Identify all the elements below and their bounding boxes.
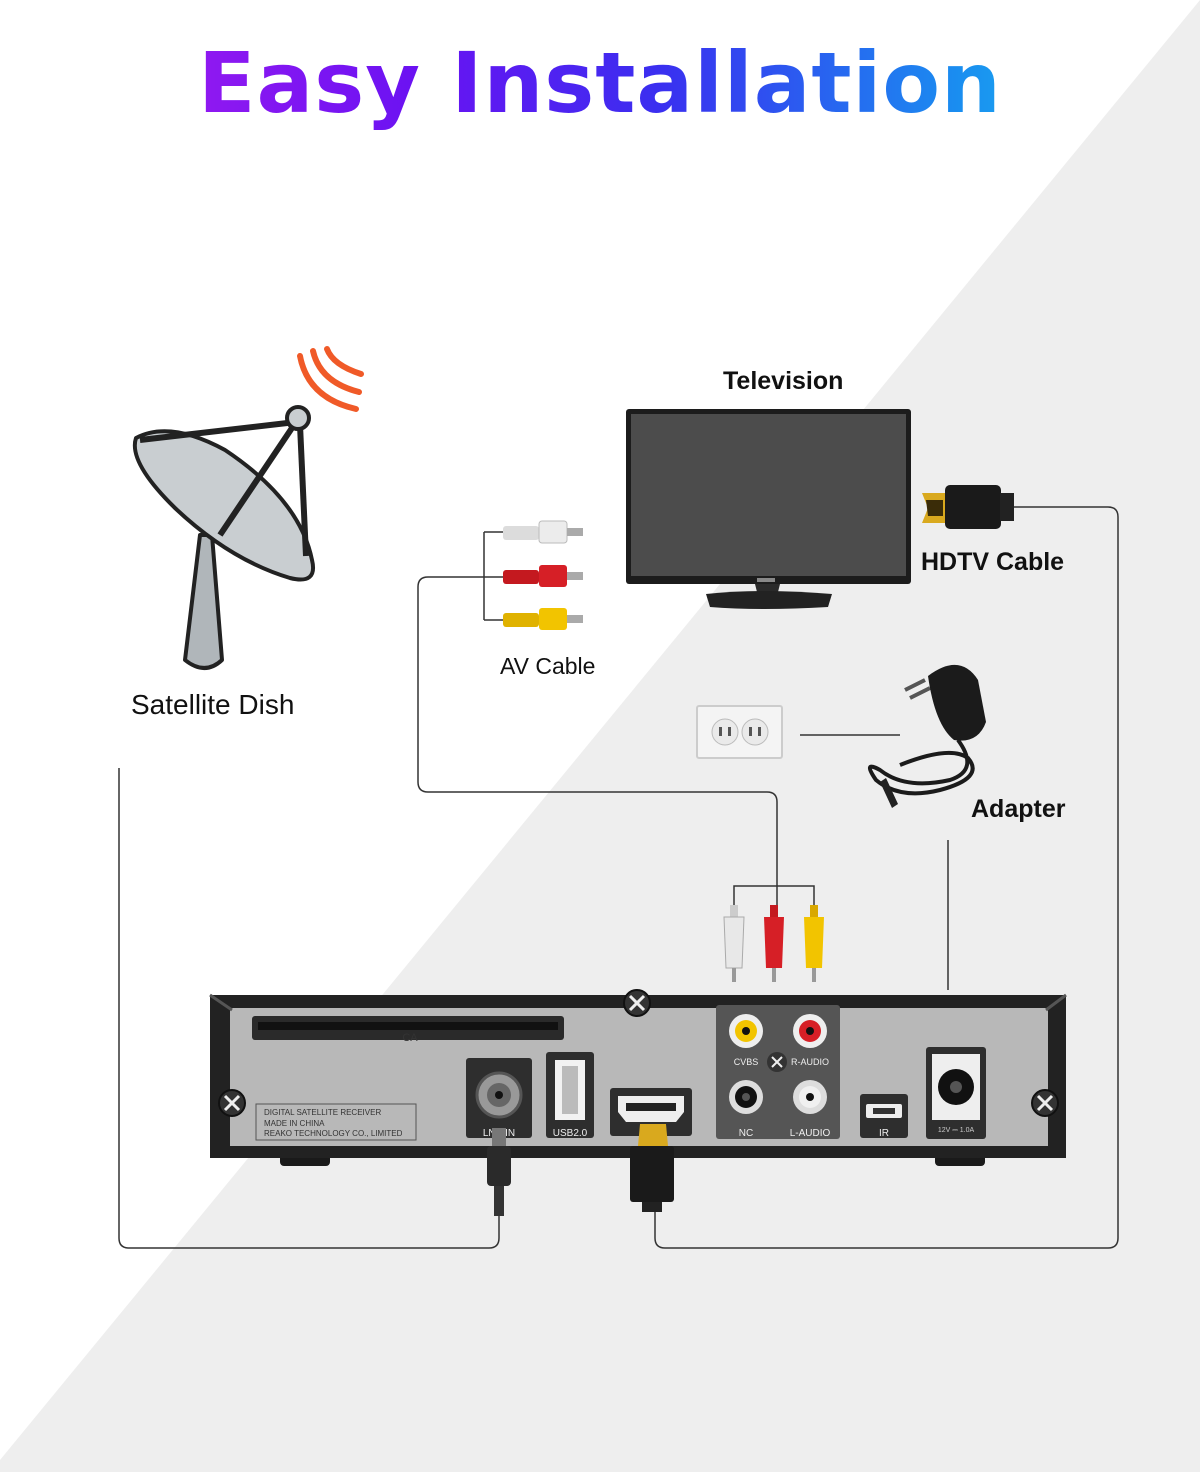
television-icon <box>626 409 911 609</box>
receiver-info-line-2: MADE IN CHINA <box>264 1119 325 1128</box>
ca-slot-label: CA <box>402 1032 418 1044</box>
signal-waves-icon <box>297 346 364 412</box>
television-label: Television <box>723 367 844 395</box>
connection-lines <box>118 506 1119 1249</box>
cvbs-label: CVBS <box>734 1057 759 1067</box>
satellite-dish-icon <box>132 405 315 670</box>
av-cable-label: AV Cable <box>500 653 596 679</box>
av-cable-line <box>417 576 778 905</box>
hdmi-plug-icon <box>922 485 1014 529</box>
receiver-box <box>209 989 1067 1166</box>
hdtv-cable-label: HDTV Cable <box>921 548 1065 576</box>
av-splitter <box>483 531 503 621</box>
page-title: Easy Installation <box>0 34 1200 132</box>
av-cable-plugs-icon <box>503 520 583 630</box>
adapter-label: Adapter <box>971 795 1066 823</box>
power-adapter-icon <box>868 664 986 808</box>
coax-cable-plug-icon <box>487 1128 511 1216</box>
wall-outlet-icon <box>696 705 783 759</box>
rca-splitter <box>733 885 815 905</box>
r-audio-label: R-AUDIO <box>791 1057 829 1067</box>
nc-label: NC <box>739 1128 753 1139</box>
satellite-dish-label: Satellite Dish <box>131 689 295 720</box>
dish-to-lnb-line <box>118 768 500 1249</box>
receiver-info-line-1: DIGITAL SATELLITE RECEIVER <box>264 1108 381 1117</box>
rca-plugs-icon <box>723 905 824 982</box>
ir-label: IR <box>879 1128 889 1139</box>
hdmi-cable-plug-icon <box>630 1124 674 1212</box>
usb-label: USB2.0 <box>553 1128 588 1139</box>
power-label: 12V ⎓ 1.0A <box>938 1127 975 1134</box>
hdmi-cable-line <box>654 506 1119 1249</box>
receiver-info-line-3: REAKO TECHNOLOGY CO., LIMITED <box>264 1129 403 1138</box>
l-audio-label: L-AUDIO <box>790 1128 831 1139</box>
